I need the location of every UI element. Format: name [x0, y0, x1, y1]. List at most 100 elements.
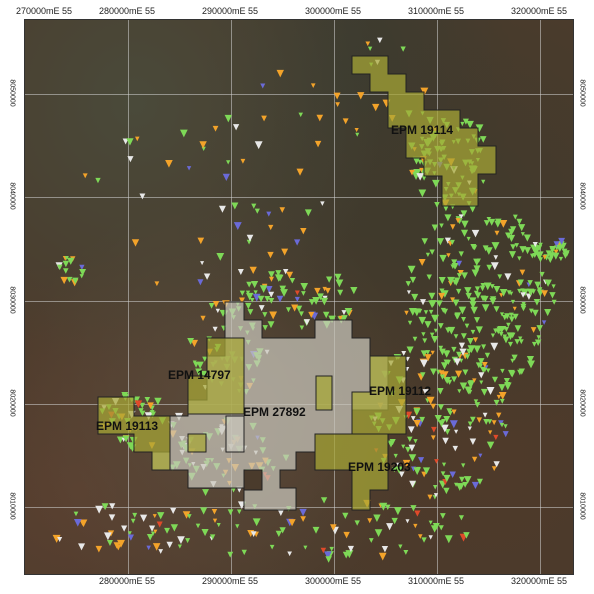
grid-line-horizontal: [25, 507, 573, 508]
sample-point: [199, 141, 207, 149]
sample-point: [480, 295, 486, 301]
sample-point: [444, 214, 452, 222]
sample-point: [289, 277, 296, 284]
sample-point: [412, 336, 418, 342]
sample-point: [79, 274, 84, 279]
sample-point: [391, 517, 398, 525]
sample-point: [551, 284, 556, 289]
sample-point: [265, 286, 273, 293]
sample-point: [437, 404, 445, 411]
sample-point: [300, 282, 309, 291]
sample-point: [196, 361, 204, 369]
sample-point: [295, 305, 303, 312]
sample-point: [294, 290, 300, 296]
sample-point: [239, 297, 245, 304]
sample-point: [127, 156, 134, 163]
sample-point: [438, 292, 446, 300]
sample-point: [467, 421, 473, 427]
sample-point: [473, 345, 481, 354]
sample-point: [72, 277, 79, 285]
sample-point: [475, 326, 483, 334]
sample-point: [182, 511, 191, 519]
sample-point: [320, 201, 325, 206]
sample-point: [564, 252, 570, 257]
sample-point: [365, 41, 371, 47]
sample-point: [430, 435, 436, 441]
sample-point: [453, 482, 459, 487]
sample-point: [455, 370, 463, 378]
sample-point: [475, 292, 481, 299]
easting-tick-top: 270000mE 55: [15, 6, 73, 16]
sample-point: [442, 308, 449, 315]
sample-point: [233, 222, 242, 231]
sample-point: [461, 220, 469, 229]
sample-point: [279, 207, 286, 213]
sample-point: [495, 218, 502, 226]
sample-point: [537, 257, 543, 263]
tenement-epm-19114[interactable]: [351, 55, 497, 207]
sample-point: [493, 328, 499, 334]
tenement-hole: [243, 469, 263, 491]
sample-point: [117, 539, 125, 548]
sample-point: [209, 534, 216, 540]
tenement-epm-14797[interactable]: [187, 337, 245, 415]
sample-point: [532, 242, 538, 248]
sample-point: [64, 255, 69, 261]
sample-point: [516, 218, 523, 225]
sample-point: [416, 173, 424, 181]
sample-point: [539, 271, 545, 278]
sample-point: [451, 376, 458, 383]
sample-point: [417, 308, 423, 314]
sample-point: [258, 305, 265, 312]
sample-point: [103, 532, 112, 541]
sample-point: [508, 316, 515, 323]
sample-point: [407, 320, 413, 326]
sample-point: [166, 541, 173, 549]
sample-point: [558, 256, 564, 262]
sample-point: [342, 512, 349, 519]
tenement-epm-19113[interactable]: [97, 396, 171, 471]
sample-point: [170, 524, 179, 532]
sample-point: [527, 280, 533, 286]
grid-line-vertical: [437, 20, 438, 574]
sample-point: [456, 351, 462, 358]
sample-point: [488, 218, 496, 226]
sample-point: [310, 83, 316, 89]
tenement-epm-19203[interactable]: [314, 433, 389, 511]
sample-point: [481, 361, 488, 368]
sample-point: [407, 436, 413, 443]
sample-point: [314, 287, 321, 295]
tenement-block: [225, 415, 245, 453]
sample-point: [443, 487, 450, 495]
sample-point: [431, 335, 439, 344]
sample-point: [436, 300, 443, 307]
sample-point: [530, 327, 537, 333]
sample-point: [156, 521, 163, 528]
sample-point: [422, 467, 431, 475]
sample-point: [443, 416, 451, 423]
sample-point: [203, 273, 211, 280]
sample-point: [518, 368, 525, 375]
sample-point: [518, 339, 524, 345]
sample-point: [413, 169, 422, 177]
sample-point: [267, 251, 274, 259]
sample-point: [296, 168, 304, 176]
sample-point: [95, 505, 104, 514]
sample-point: [338, 315, 343, 321]
sample-point: [421, 332, 426, 337]
sample-point: [312, 297, 320, 305]
sample-point: [413, 408, 421, 416]
sample-point: [434, 414, 442, 423]
sample-point: [461, 272, 468, 280]
sample-point: [449, 420, 458, 429]
sample-point: [343, 531, 350, 539]
sample-point: [264, 296, 271, 302]
sample-point: [458, 515, 465, 521]
sample-point: [373, 514, 381, 522]
sample-point: [474, 286, 481, 292]
sample-point: [185, 538, 191, 544]
sample-point: [303, 545, 308, 550]
sample-point: [409, 276, 417, 284]
sample-point: [148, 525, 156, 532]
sample-point: [491, 466, 497, 472]
